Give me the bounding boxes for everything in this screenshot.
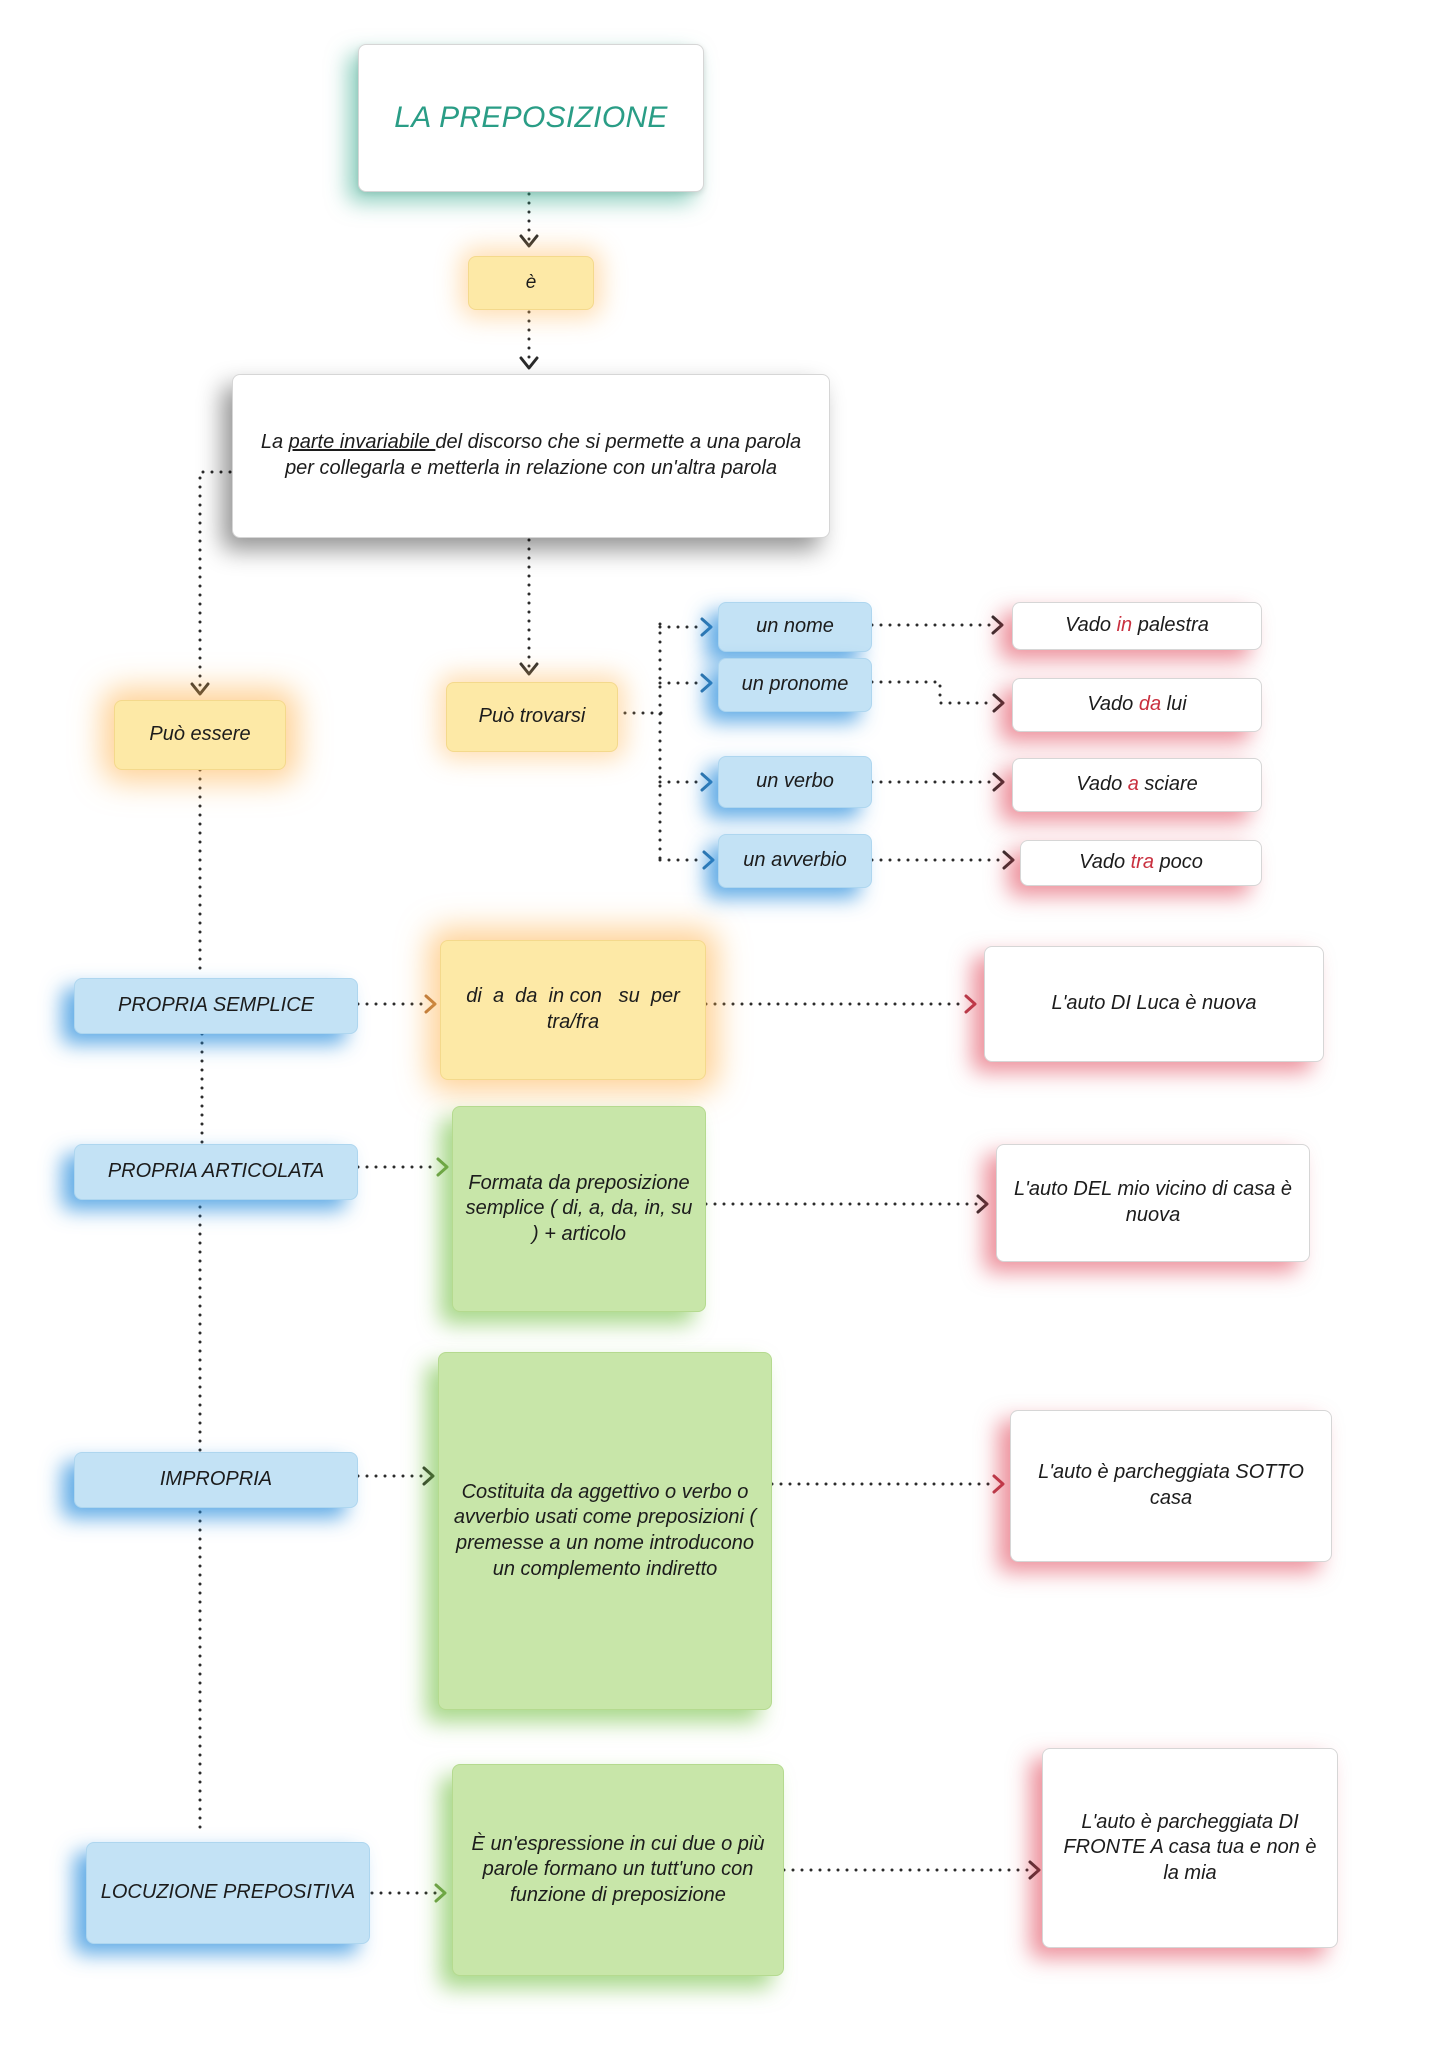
example-text: L'auto DI Luca è nuova (1051, 992, 1257, 1015)
position-nome-node: un nome (718, 602, 872, 652)
example-locuzione-prepositiva: L'auto è parcheggiata DI FRONTE A casa t… (1042, 1748, 1338, 1948)
description-propria-articolata: Formata da preposizione semplice ( di, a… (452, 1106, 706, 1312)
example-preposition: da (1138, 693, 1162, 716)
position-label: un pronome (741, 673, 849, 696)
description-text: di a da in con su per tra/fra (466, 985, 686, 1033)
position-example-verbo: Vado a sciare (1012, 758, 1262, 812)
description-text: È un'espressione in cui due o più parole… (471, 1832, 765, 1906)
connector-e-node: è (468, 256, 594, 310)
example-text: Vado da lui (1087, 693, 1187, 716)
type-label: IMPROPRIA (159, 1468, 273, 1491)
position-example-avverbio: Vado tra poco (1020, 840, 1262, 886)
description-impropria: Costituita da aggettivo o verbo o avverb… (438, 1352, 772, 1710)
position-verbo-node: un verbo (718, 756, 872, 808)
position-label: un nome (756, 615, 834, 638)
puo-trovarsi-label: Può trovarsi (478, 705, 586, 728)
example-text: L'auto DEL mio vicino di casa è nuova (1013, 1178, 1293, 1226)
description-text: Formata da preposizione semplice ( di, a… (465, 1171, 693, 1245)
example-text: L'auto è parcheggiata DI FRONTE A casa t… (1063, 1810, 1317, 1884)
description-text: Costituita da aggettivo o verbo o avverb… (453, 1480, 757, 1580)
position-label: un verbo (756, 770, 834, 793)
definition-underlined: parte invariabile (288, 431, 436, 454)
puo-trovarsi-node: Può trovarsi (446, 682, 618, 752)
example-preposition: a (1127, 773, 1139, 796)
type-propria-articolata: PROPRIA ARTICOLATA (74, 1144, 358, 1200)
definition-after: del discorso che si permette a una parol… (285, 431, 802, 479)
type-label: PROPRIA SEMPLICE (118, 994, 314, 1017)
type-propria-semplice: PROPRIA SEMPLICE (74, 978, 358, 1034)
example-text: L'auto è parcheggiata SOTTO casa (1038, 1461, 1304, 1509)
diagram-title: LA PREPOSIZIONE (394, 100, 668, 134)
position-label: un avverbio (743, 849, 847, 872)
example-propria-articolata: L'auto DEL mio vicino di casa è nuova (996, 1144, 1310, 1262)
example-preposition: tra (1130, 851, 1154, 874)
connector-e-label: è (525, 271, 537, 293)
definition-node: La parte invariabile del discorso che si… (232, 374, 830, 538)
position-pronome-node: un pronome (718, 658, 872, 712)
type-label: PROPRIA ARTICOLATA (107, 1160, 325, 1183)
example-text: Vado in palestra (1065, 614, 1209, 637)
title-node: LA PREPOSIZIONE (358, 44, 704, 192)
position-avverbio-node: un avverbio (718, 834, 872, 888)
example-text: Vado a sciare (1076, 773, 1198, 796)
example-text: Vado tra poco (1079, 851, 1203, 874)
type-label: LOCUZIONE PREPOSITIVA (100, 1881, 356, 1904)
example-impropria: L'auto è parcheggiata SOTTO casa (1010, 1410, 1332, 1562)
position-example-pronome: Vado da lui (1012, 678, 1262, 732)
example-propria-semplice: L'auto DI Luca è nuova (984, 946, 1324, 1062)
type-impropria: IMPROPRIA (74, 1452, 358, 1508)
puo-essere-label: Può essere (149, 723, 251, 746)
example-preposition: in (1116, 614, 1133, 637)
type-locuzione-prepositiva: LOCUZIONE PREPOSITIVA (86, 1842, 370, 1944)
definition-text: La parte invariabile del discorso che si… (251, 430, 811, 481)
description-locuzione-prepositiva: È un'espressione in cui due o più parole… (452, 1764, 784, 1976)
definition-before: La (260, 431, 289, 454)
puo-essere-node: Può essere (114, 700, 286, 770)
description-propria-semplice: di a da in con su per tra/fra (440, 940, 706, 1080)
position-example-nome: Vado in palestra (1012, 602, 1262, 650)
